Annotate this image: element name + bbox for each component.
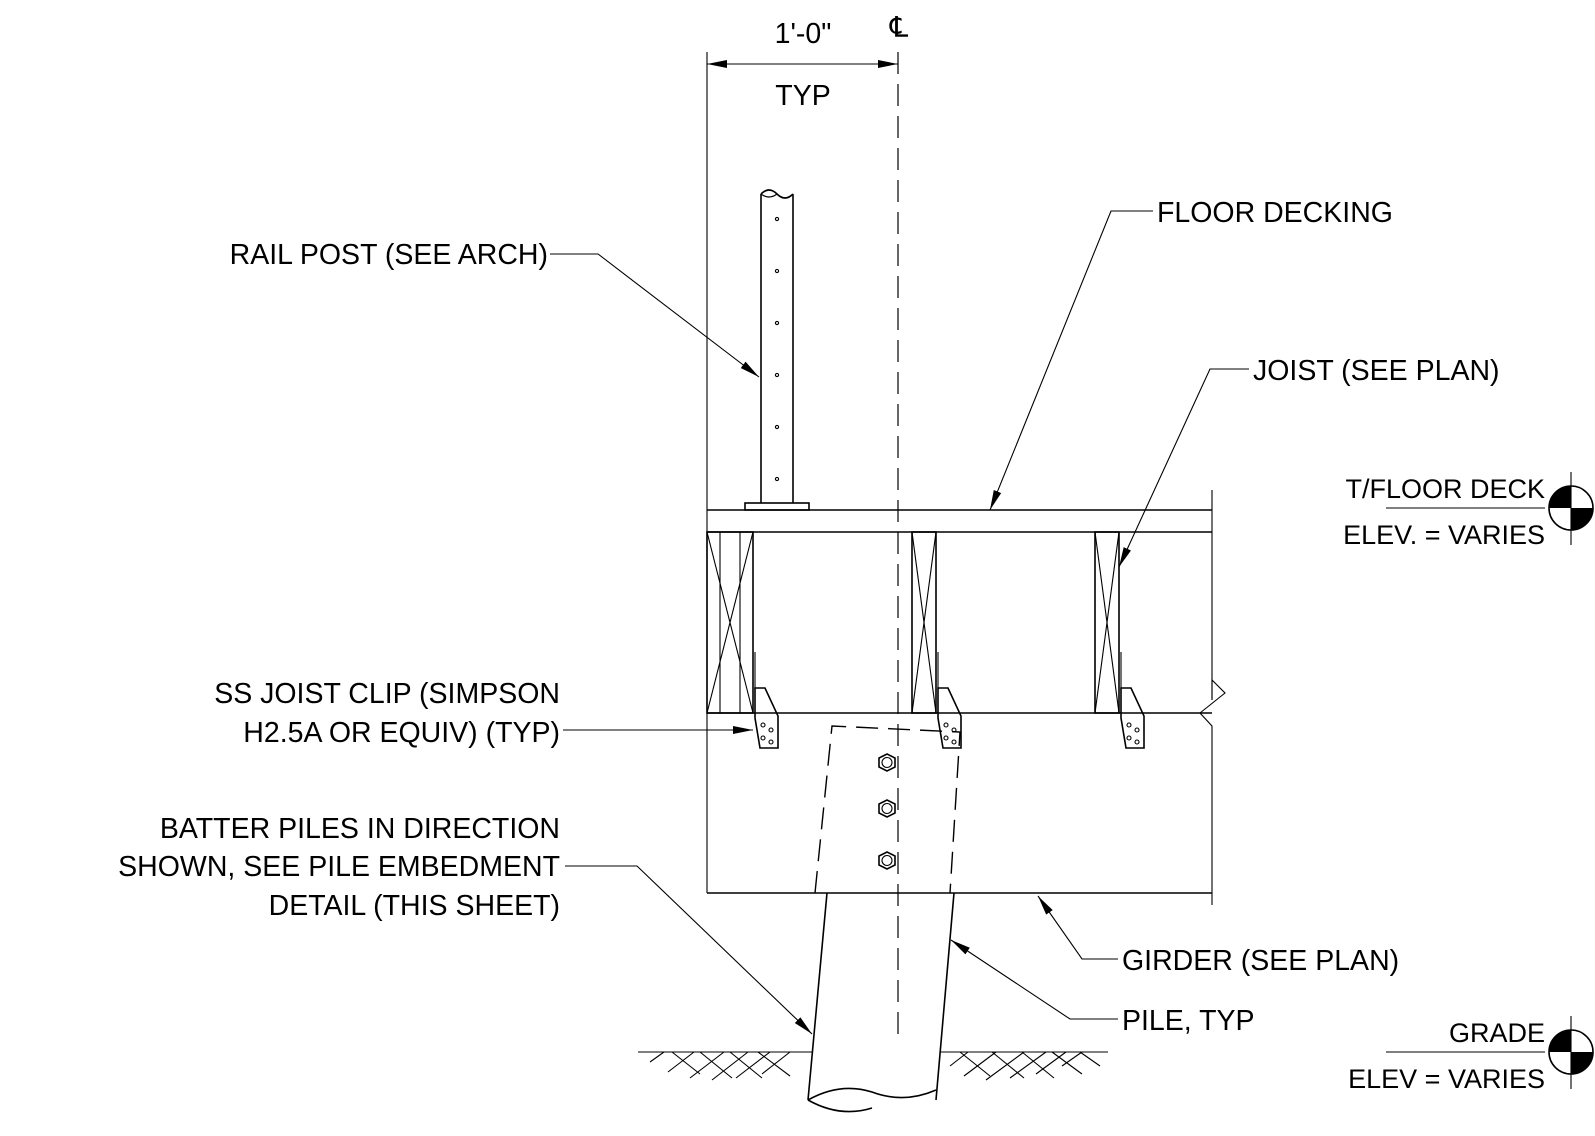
elevation-marker-grade: GRADE ELEV = VARIES — [1348, 1016, 1594, 1094]
grade-hatch — [638, 1051, 1108, 1081]
bolt-bottom — [878, 851, 896, 870]
leader-pile — [950, 939, 1118, 1020]
floor-deck-elev-name: T/FLOOR DECK — [1345, 474, 1545, 504]
floor-deck-elev-value: ELEV. = VARIES — [1343, 520, 1545, 550]
label-joist-clip-line1: SS JOIST CLIP (SIMPSON — [214, 678, 560, 710]
dimension-typ: 1'-0" TYP ℄ — [706, 12, 909, 893]
rail-post — [744, 189, 810, 511]
label-floor-decking: FLOOR DECKING — [1157, 197, 1393, 229]
leader-floor-decking — [989, 210, 1153, 511]
joist-right — [1094, 531, 1120, 714]
label-rail-post: RAIL POST (SEE ARCH) — [230, 239, 548, 271]
pile — [807, 725, 961, 1113]
label-pile: PILE, TYP — [1122, 1005, 1255, 1037]
label-batter-line1: BATTER PILES IN DIRECTION — [160, 813, 560, 845]
bolt-middle — [878, 799, 896, 818]
joist-clip-left — [754, 652, 779, 749]
girder — [707, 712, 1212, 894]
dimension-note: TYP — [775, 80, 830, 112]
centerline-symbol: ℄ — [889, 12, 909, 44]
grade-elev-name: GRADE — [1449, 1018, 1545, 1048]
joist-middle — [911, 531, 937, 714]
grade-elev-value: ELEV = VARIES — [1348, 1064, 1545, 1094]
elevation-marker-floor-deck: T/FLOOR DECK ELEV. = VARIES — [1343, 472, 1594, 550]
leader-girder — [1037, 895, 1118, 960]
leader-joist — [1118, 368, 1249, 568]
leader-rail-post — [550, 253, 760, 378]
label-batter-line2: SHOWN, SEE PILE EMBEDMENT — [118, 851, 560, 883]
joist-clip-right — [1120, 652, 1145, 749]
label-joist: JOIST (SEE PLAN) — [1253, 355, 1500, 387]
joist-left — [706, 531, 754, 714]
floor-decking — [707, 490, 1226, 905]
dimension-value: 1'-0" — [775, 18, 832, 50]
joist-clip-middle — [937, 652, 962, 749]
label-batter-line3: DETAIL (THIS SHEET) — [269, 890, 560, 922]
label-girder: GIRDER (SEE PLAN) — [1122, 945, 1399, 977]
leader-batter-piles — [565, 865, 813, 1035]
label-joist-clip-line2: H2.5A OR EQUIV) (TYP) — [243, 717, 560, 749]
bolt-top — [878, 753, 896, 772]
